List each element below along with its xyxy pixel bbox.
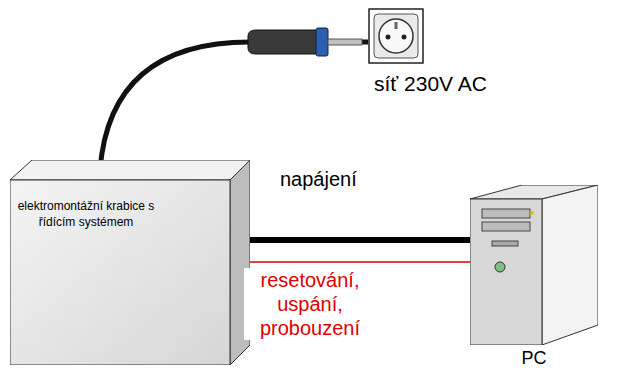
pc-label: PC bbox=[470, 348, 598, 369]
power-socket: síť 230V AC bbox=[368, 8, 568, 103]
socket-hole bbox=[386, 35, 391, 40]
plug-collar bbox=[316, 28, 328, 56]
socket-face bbox=[379, 19, 413, 53]
pc-side bbox=[542, 185, 598, 345]
pc-tower: PC bbox=[470, 185, 610, 375]
drive-bay bbox=[482, 209, 530, 218]
socket-earth-pin bbox=[395, 22, 398, 29]
box-front bbox=[10, 180, 230, 365]
electrical-box-outline bbox=[10, 160, 250, 365]
electrical-box: elektromontážní krabice s řídícím systém… bbox=[10, 160, 250, 365]
socket-plate bbox=[369, 9, 423, 63]
power-cable bbox=[100, 42, 368, 170]
power-line bbox=[250, 237, 470, 243]
edge-label: resetování, uspání, probouzení bbox=[244, 268, 376, 340]
power-button bbox=[495, 262, 505, 272]
power-socket-outline bbox=[368, 8, 424, 64]
led bbox=[530, 211, 534, 215]
edge-label: napájení bbox=[278, 167, 359, 191]
socket-frame bbox=[374, 14, 418, 58]
drive-bay bbox=[482, 222, 530, 231]
mains-label: síť 230V AC bbox=[374, 72, 487, 96]
pc-front bbox=[470, 199, 542, 345]
box-label: elektromontážní krabice s řídícím systém… bbox=[16, 198, 156, 230]
plug-prong bbox=[328, 39, 362, 45]
floppy-slot bbox=[492, 241, 518, 246]
box-top bbox=[10, 160, 250, 180]
plug-body bbox=[248, 30, 318, 54]
pc-tower-outline bbox=[470, 185, 598, 345]
socket-hole bbox=[402, 35, 407, 40]
